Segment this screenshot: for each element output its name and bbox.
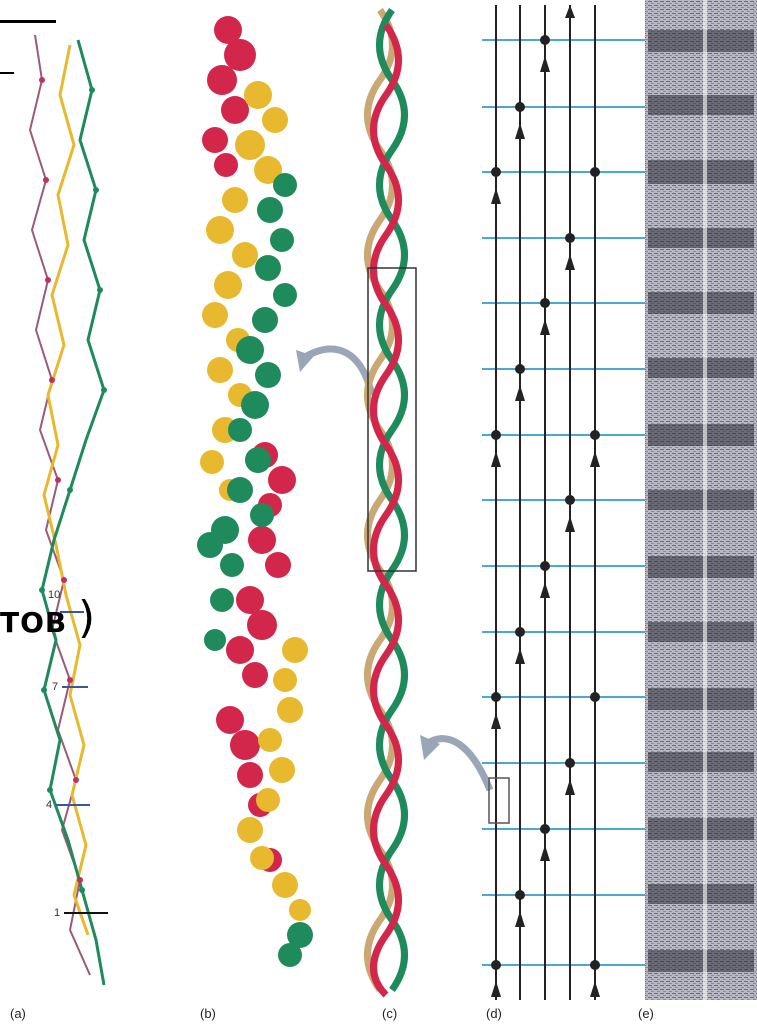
overlay-paren: ) (78, 592, 95, 643)
panel-label-c: (c) (382, 1006, 397, 1021)
panel-a-strand-pink (30, 35, 90, 975)
panel-label-b: (b) (200, 1006, 216, 1021)
panel-d-strand-diagram (482, 5, 650, 1000)
panel-label-a: (a) (10, 1006, 26, 1021)
panel-c-triple-helix (368, 10, 491, 995)
panel-e-micrograph (645, 0, 757, 1000)
panel-a-dots (39, 77, 83, 883)
panel-b-space-filling (197, 16, 372, 967)
residue-number-1: 1 (54, 907, 60, 919)
panel-label-d: (d) (486, 1006, 502, 1021)
panel-label-e: (e) (638, 1006, 654, 1021)
residue-number-10: 10 (48, 589, 60, 601)
strand-zoom-box (489, 778, 509, 823)
panel-a-strand-green (42, 40, 104, 985)
overlay-partial-word: ТОВ (0, 606, 67, 639)
residue-number-7: 7 (52, 681, 58, 693)
panel-a-ball-and-stick: 10 7 4 1 (30, 35, 108, 985)
residue-number-4: 4 (46, 799, 52, 811)
